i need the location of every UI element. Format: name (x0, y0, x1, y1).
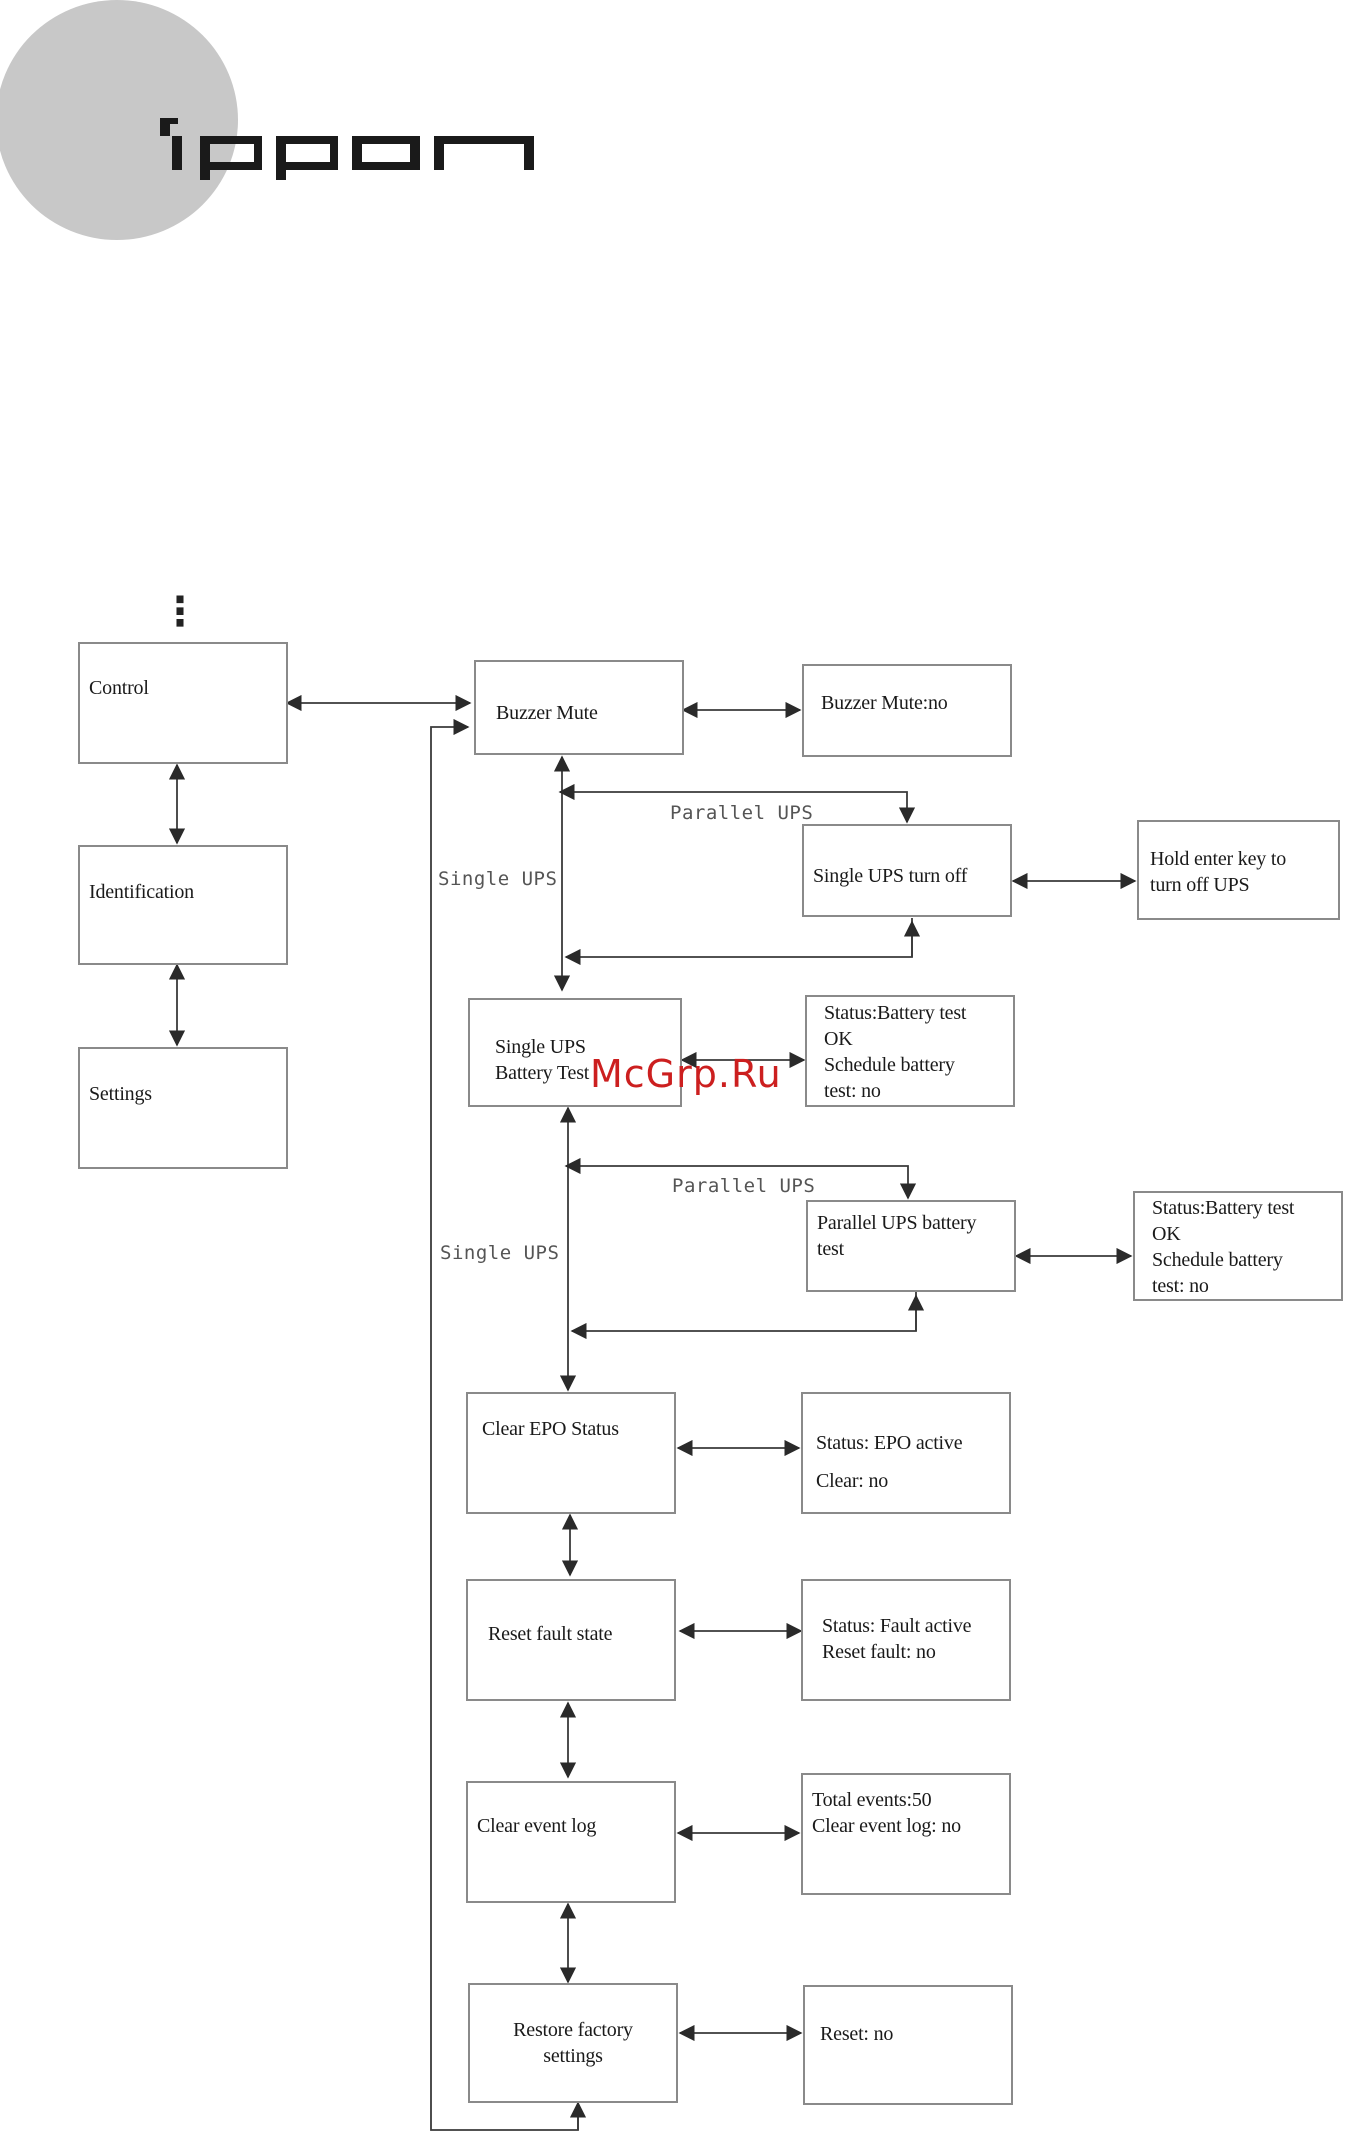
reset-fault-box[interactable]: Reset fault state (466, 1579, 676, 1701)
restore-factory-label: Restore factory settings (513, 2019, 633, 2067)
reset-fault-status-box[interactable]: Status: Fault active Reset fault: no (801, 1579, 1011, 1701)
reset-fault-label: Reset fault state (488, 1623, 613, 1645)
parallel-battery-test-label: Parallel UPS battery test (817, 1212, 977, 1260)
more-items-ellipsis: ⋮ (160, 589, 200, 635)
edge-label-parallel-ups-1: Parallel UPS (670, 802, 814, 824)
logo-circle (0, 0, 238, 240)
parallel-battery-status-box[interactable]: Status:Battery test OK Schedule battery … (1133, 1191, 1343, 1301)
clear-event-log-status-text: Total events:50 Clear event log: no (812, 1789, 961, 1837)
single-battery-status-text: Status:Battery test OK Schedule battery … (824, 1002, 967, 1102)
menu-identification-box[interactable]: Identification (78, 845, 288, 965)
single-battery-status-box[interactable]: Status:Battery test OK Schedule battery … (805, 995, 1015, 1107)
clear-epo-status-box[interactable]: Status: EPO active Clear: no (801, 1392, 1011, 1514)
restore-factory-status-box[interactable]: Reset: no (803, 1985, 1013, 2105)
single-ups-turn-off-label: Single UPS turn off (813, 865, 968, 887)
hold-enter-text: Hold enter key to turn off UPS (1150, 848, 1287, 896)
clear-epo-status-text: Status: EPO active Clear: no (816, 1432, 963, 1492)
single-ups-turn-off-box[interactable]: Single UPS turn off (802, 824, 1012, 917)
parallel-battery-test-box[interactable]: Parallel UPS battery test (806, 1200, 1016, 1292)
edge-label-single-ups-2: Single UPS (440, 1242, 560, 1264)
single-battery-test-label: Single UPS Battery Test (495, 1036, 590, 1084)
clear-epo-box[interactable]: Clear EPO Status (466, 1392, 676, 1514)
menu-settings-box[interactable]: Settings (78, 1047, 288, 1169)
edge-label-single-ups-1: Single UPS (438, 868, 558, 890)
clear-event-log-box[interactable]: Clear event log (466, 1781, 676, 1903)
buzzer-mute-label: Buzzer Mute (496, 702, 598, 724)
clear-event-log-status-box[interactable]: Total events:50 Clear event log: no (801, 1773, 1011, 1895)
hold-enter-box[interactable]: Hold enter key to turn off UPS (1137, 820, 1340, 920)
menu-control-box[interactable]: Control (78, 642, 288, 764)
buzzer-mute-box[interactable]: Buzzer Mute (474, 660, 684, 755)
watermark: McGrp.Ru (590, 1052, 782, 1096)
menu-settings-label: Settings (89, 1083, 152, 1105)
clear-event-log-label: Clear event log (477, 1815, 597, 1837)
edge-label-parallel-ups-2: Parallel UPS (672, 1175, 816, 1197)
single-battery-test-box[interactable]: Single UPS Battery Test (468, 998, 682, 1107)
restore-factory-status-text: Reset: no (820, 2023, 894, 2045)
restore-factory-box[interactable]: Restore factory settings (468, 1983, 678, 2103)
ippon-logo (160, 118, 534, 180)
parallel-battery-status-text: Status:Battery test OK Schedule battery … (1152, 1197, 1295, 1297)
menu-control-label: Control (89, 677, 149, 699)
buzzer-mute-value-box[interactable]: Buzzer Mute:no (802, 664, 1012, 757)
buzzer-mute-value: Buzzer Mute:no (821, 692, 948, 714)
reset-fault-status-text: Status: Fault active Reset fault: no (822, 1615, 972, 1663)
clear-epo-label: Clear EPO Status (482, 1418, 619, 1440)
menu-identification-label: Identification (89, 881, 194, 903)
